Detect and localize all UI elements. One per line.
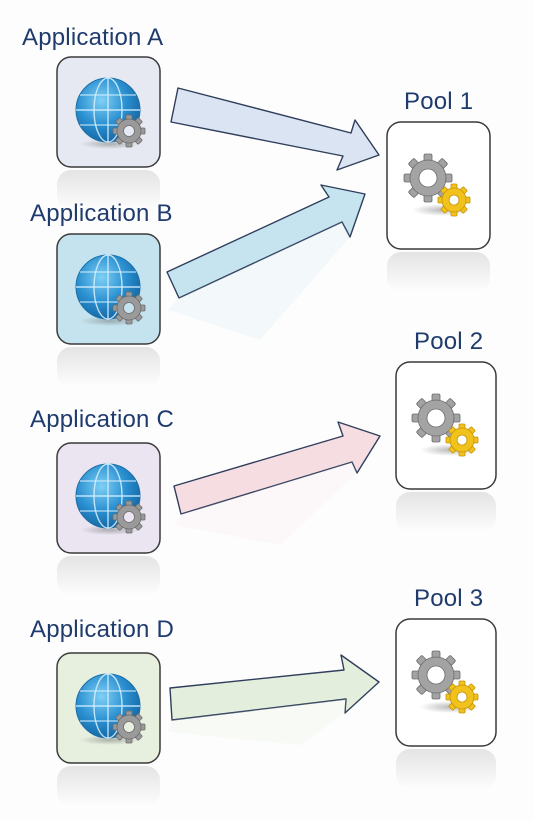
application-c-label: Application C xyxy=(30,406,175,433)
arrow-app-d-to-pool-3 xyxy=(168,654,380,745)
application-a-node xyxy=(56,56,161,210)
pool-1-node xyxy=(386,121,491,292)
globe-gear-icon xyxy=(75,463,146,535)
pool-1-label: Pool 1 xyxy=(404,88,474,115)
gears-icon xyxy=(411,393,480,457)
application-b-label: Application B xyxy=(30,200,173,227)
arrow-app-b-to-pool-1 xyxy=(166,184,366,340)
application-c-node xyxy=(56,442,161,596)
globe-gear-icon xyxy=(75,77,146,149)
pool-3-node xyxy=(395,618,497,789)
arrow-app-c-to-pool-2 xyxy=(173,421,381,545)
gears-icon xyxy=(403,153,472,217)
pool-2-node xyxy=(395,361,497,532)
application-d-label: Application D xyxy=(30,616,175,643)
application-d-node xyxy=(56,652,161,806)
pool-3-label: Pool 3 xyxy=(414,585,484,612)
globe-gear-icon xyxy=(75,254,146,326)
application-a-label: Application A xyxy=(22,24,164,51)
gears-icon xyxy=(411,650,480,714)
arrow-app-a-to-pool-1 xyxy=(170,87,380,171)
pool-2-label: Pool 2 xyxy=(414,328,484,355)
application-b-node xyxy=(56,233,161,387)
globe-gear-icon xyxy=(75,673,146,745)
